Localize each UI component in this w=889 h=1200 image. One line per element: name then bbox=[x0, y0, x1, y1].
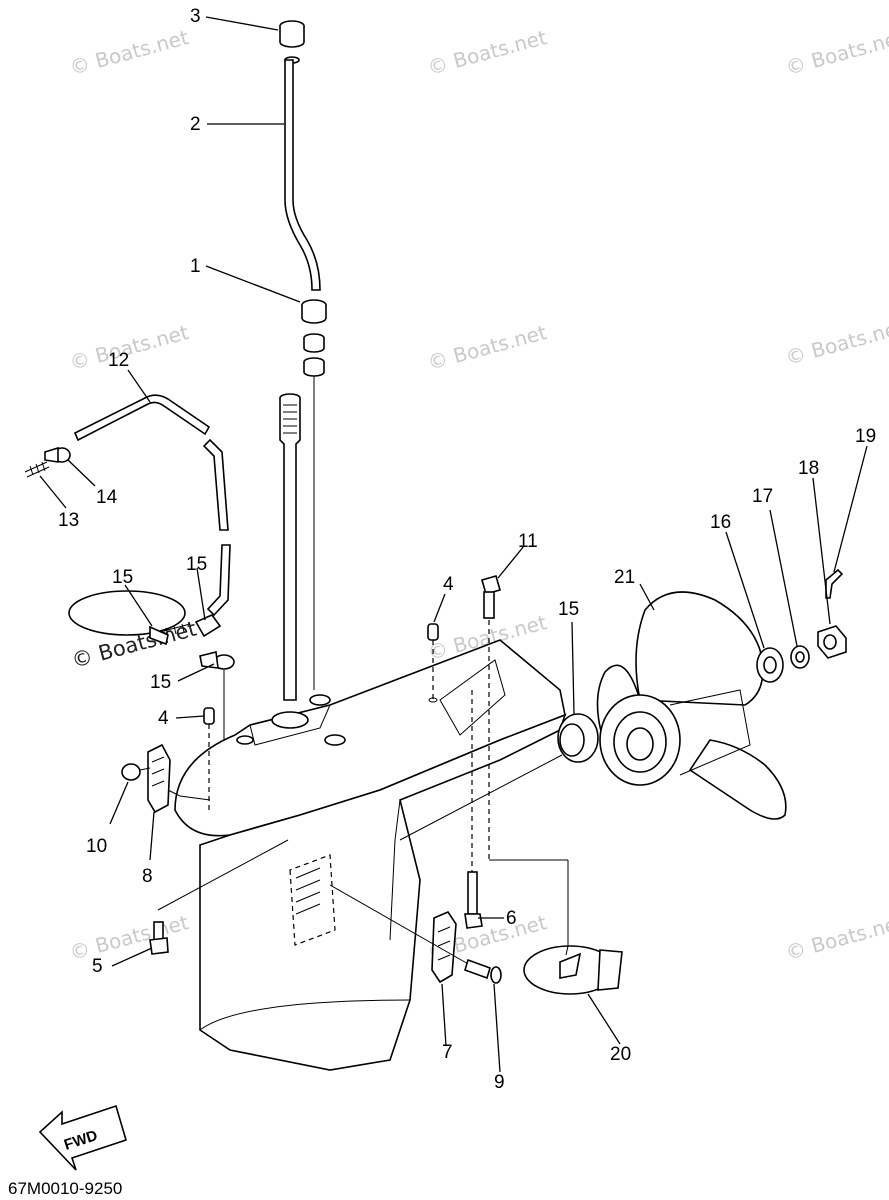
leader-lines bbox=[39, 16, 868, 1073]
bolt-6 bbox=[464, 690, 483, 929]
callout-6: 6 bbox=[506, 908, 517, 929]
callout-15: 14 bbox=[96, 487, 118, 508]
water-tube-assembly bbox=[279, 20, 327, 690]
callout-15: 15 bbox=[112, 567, 133, 588]
nut bbox=[121, 763, 141, 781]
watermark: © Boats.net bbox=[67, 910, 191, 965]
callout-13: 12 bbox=[108, 350, 129, 371]
dowel-pin bbox=[203, 707, 215, 725]
dowel-pin bbox=[427, 623, 439, 641]
cotter-pin bbox=[825, 568, 844, 599]
callout-3: 3 bbox=[190, 6, 201, 27]
callout-1: 1 bbox=[190, 256, 201, 277]
callout-4: 4 bbox=[158, 708, 169, 729]
watermark: © Boats.net bbox=[783, 910, 889, 965]
callout-17: 16 bbox=[710, 512, 731, 533]
housing-boss bbox=[271, 711, 309, 729]
watermark: © Boats.net bbox=[425, 25, 549, 80]
watermark: © Boats.net bbox=[69, 616, 199, 672]
callout-8: 8 bbox=[142, 866, 153, 887]
callout-5: 5 bbox=[92, 956, 103, 977]
diagram-code: 67M0010-9250 bbox=[8, 1179, 122, 1198]
watermark: © Boats.net bbox=[67, 25, 191, 80]
watermark: © Boats.net bbox=[783, 25, 889, 80]
callout-20: 19 bbox=[855, 426, 876, 447]
callout-2: 2 bbox=[190, 114, 201, 135]
callout-16: 15 bbox=[558, 599, 579, 620]
anode-8 bbox=[121, 743, 211, 814]
fwd-arrow-icon: FWD bbox=[38, 1104, 127, 1171]
propeller-21 bbox=[596, 591, 787, 820]
callout-11: 20 bbox=[610, 1044, 631, 1065]
callout-15: 15 bbox=[186, 554, 207, 575]
callout-21: 21 bbox=[614, 567, 635, 588]
watermark: © Boats.net bbox=[783, 315, 889, 370]
hose bbox=[73, 394, 231, 617]
bolt-12 bbox=[481, 575, 569, 950]
prop-hardware bbox=[756, 568, 847, 683]
drive-shaft bbox=[279, 393, 301, 701]
water-tube bbox=[284, 59, 321, 291]
housing-boss bbox=[309, 694, 331, 706]
tube-cap-body bbox=[279, 26, 305, 48]
callout-7: 7 bbox=[442, 1042, 453, 1063]
housing-boss bbox=[236, 735, 254, 745]
callout-18: 17 bbox=[752, 486, 773, 507]
housing-boss bbox=[324, 734, 346, 746]
gear-case-housing bbox=[174, 639, 567, 1071]
callout-19: 18 bbox=[798, 458, 819, 479]
watermark: © Boats.net bbox=[425, 320, 549, 375]
bolt-5 bbox=[149, 839, 289, 955]
callout-9: 9 bbox=[494, 1072, 505, 1093]
watermark: © Boats.net bbox=[67, 320, 191, 375]
callout-4: 4 bbox=[443, 574, 454, 595]
callout-10: 10 bbox=[86, 836, 107, 857]
thrust-washer-16 bbox=[399, 713, 599, 841]
callout-14: 13 bbox=[58, 510, 79, 531]
trim-tab-11 bbox=[523, 945, 623, 995]
trim-anode-7 bbox=[329, 884, 502, 984]
callout-labels: 3 2 1 12 14 13 15 15 15 4 4 11 15 21 16 … bbox=[58, 6, 876, 1093]
callout-12: 11 bbox=[518, 531, 538, 552]
clips-and-screws bbox=[24, 446, 235, 780]
dowel-pins bbox=[203, 623, 439, 812]
callout-15: 15 bbox=[150, 672, 171, 693]
